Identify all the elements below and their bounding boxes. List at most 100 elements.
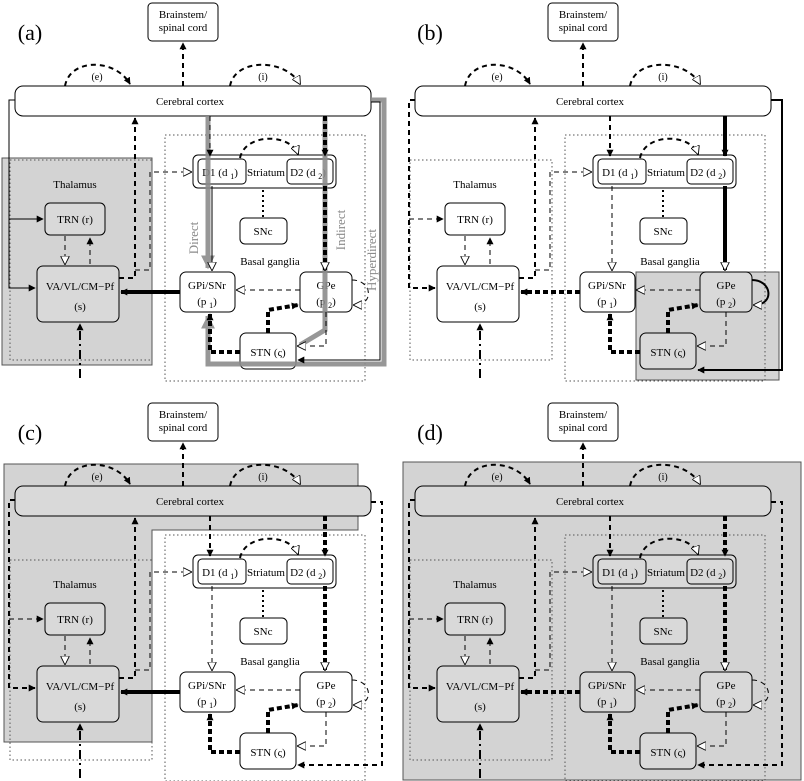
striatum-loop-edge: [639, 537, 698, 559]
snc-node: [239, 617, 288, 645]
cerebral-cortex-label: Cerebral cortex: [156, 96, 225, 108]
brainstem-label-1: Brainstem/: [159, 409, 208, 421]
snc-label: SNc: [254, 626, 273, 638]
gpi-snr-var-label: (p 1): [197, 296, 217, 310]
d1-node: [597, 158, 647, 185]
striatum-loop-edge: [639, 137, 698, 159]
gpi-snr-label: GPi/SNr: [188, 280, 226, 292]
stn-label: STN (ς): [650, 347, 686, 359]
stn-gpi-edge: [206, 313, 240, 354]
hyperdirect-pathway-label: Hyperdirect: [364, 229, 379, 291]
thalamic-nuclei-node: [436, 265, 520, 323]
thalamus-label: Thalamus: [53, 579, 96, 591]
d2-label: D2 (d 2): [290, 567, 326, 581]
excitatory-loop-label: (e): [491, 72, 502, 83]
panel-label: (d): [417, 420, 443, 445]
d1-label: D1 (d 1): [602, 567, 638, 581]
gpe-self-loop-edge: [751, 279, 770, 305]
excitatory-loop-label: (e): [91, 72, 102, 83]
inhibitory-loop-label: (i): [258, 472, 267, 483]
cerebral-cortex-label: Cerebral cortex: [556, 496, 625, 508]
excitatory-loop-edge: [64, 463, 131, 487]
thalamic-nuclei-var-label: (s): [474, 701, 486, 713]
striatum-label: Striatum: [647, 567, 685, 579]
stn-gpe-edge: [666, 702, 699, 733]
gpe-stn-edge: [298, 312, 327, 346]
d2-label: D2 (d 2): [690, 567, 726, 581]
gpi-snr-var-label: (p 1): [197, 696, 217, 710]
basal-ganglia-label: Basal ganglia: [240, 656, 300, 668]
brainstem-node: [547, 402, 619, 442]
gpe-var-label: (p 2): [316, 296, 336, 310]
basal-ganglia-boundary: [564, 134, 766, 382]
thalamus-boundary: [9, 159, 153, 361]
inhibitory-loop-label: (i): [258, 72, 267, 83]
brainstem-node: [147, 402, 219, 442]
gpe-var-label: (p 2): [316, 696, 336, 710]
cortex-thalamus-edge: [8, 499, 36, 692]
stn-label: STN (ς): [250, 747, 286, 759]
basal-ganglia-boundary: [164, 534, 366, 781]
striatum-label: Striatum: [647, 167, 685, 179]
stn-gpi-edge: [206, 713, 240, 754]
snc-label: SNc: [654, 626, 673, 638]
thalamus-striatum-edge: [135, 572, 191, 671]
inhibitory-loop-edge: [629, 463, 700, 487]
trn-node: [444, 202, 506, 236]
thalamus-label: Thalamus: [53, 179, 96, 191]
gpe-label: GPe: [717, 280, 736, 292]
gpe-stn-edge: [698, 312, 727, 346]
excitatory-loop-edge: [464, 463, 531, 487]
d1-label: D1 (d 1): [602, 167, 638, 181]
trn-label: TRN (r): [57, 614, 93, 626]
excitatory-loop-edge: [464, 63, 531, 87]
brainstem-label-1: Brainstem/: [559, 409, 608, 421]
panel-label: (b): [417, 20, 443, 45]
gpi-snr-var-label: (p 1): [597, 296, 617, 310]
stn-label: STN (ς): [650, 747, 686, 759]
brainstem-label-1: Brainstem/: [159, 9, 208, 21]
thalamic-nuclei-var-label: (s): [74, 301, 86, 313]
d2-node: [686, 158, 734, 185]
basal-ganglia-boundary: [564, 534, 766, 781]
brainstem-node: [147, 2, 219, 42]
cerebral-cortex-label: Cerebral cortex: [156, 496, 225, 508]
thalamus-label: Thalamus: [453, 179, 496, 191]
stn-gpi-edge: [606, 713, 640, 754]
hyperdirect-path-highlight: [201, 97, 387, 367]
thalamic-nuclei-label: VA/VL/CM−Pf: [446, 681, 515, 693]
basal-ganglia-label: Basal ganglia: [640, 656, 700, 668]
cortex-stn-edge: [297, 101, 381, 364]
thalamus-label: Thalamus: [453, 579, 496, 591]
cortex-stn-edge: [697, 99, 783, 374]
basal-ganglia-label: Basal ganglia: [640, 256, 700, 268]
brainstem-label-2: spinal cord: [559, 422, 608, 434]
thalamic-nuclei-var-label: (s): [74, 701, 86, 713]
striatum-loop-edge: [239, 137, 298, 159]
gpe-stn-edge: [698, 712, 727, 746]
trn-node: [444, 602, 506, 636]
thalamus-striatum-edge: [135, 172, 191, 271]
d2-node: [686, 558, 734, 585]
d1-label: D1 (d 1): [202, 567, 238, 581]
inhibitory-loop-label: (i): [658, 72, 667, 83]
gpi-snr-label: GPi/SNr: [588, 680, 626, 692]
gpe-var-label: (p 2): [716, 296, 736, 310]
thalamus-region: [1, 157, 153, 366]
stn-gpi-edge: [606, 313, 640, 354]
striatum-label: Striatum: [247, 167, 285, 179]
thalamic-nuclei-label: VA/VL/CM−Pf: [46, 681, 115, 693]
inhibitory-loop-label: (i): [658, 472, 667, 483]
indirect-pathway-label: Indirect: [333, 209, 348, 250]
trn-node: [44, 202, 106, 236]
snc-label: SNc: [654, 226, 673, 238]
cortex-thalamus-edge: [408, 499, 436, 692]
brainstem-label-2: spinal cord: [159, 22, 208, 34]
gpe-self-loop-edge: [351, 279, 369, 305]
gpi-snr-label: GPi/SNr: [588, 280, 626, 292]
gpi-snr-var-label: (p 1): [597, 696, 617, 710]
gpe-self-loop-edge: [751, 679, 769, 705]
